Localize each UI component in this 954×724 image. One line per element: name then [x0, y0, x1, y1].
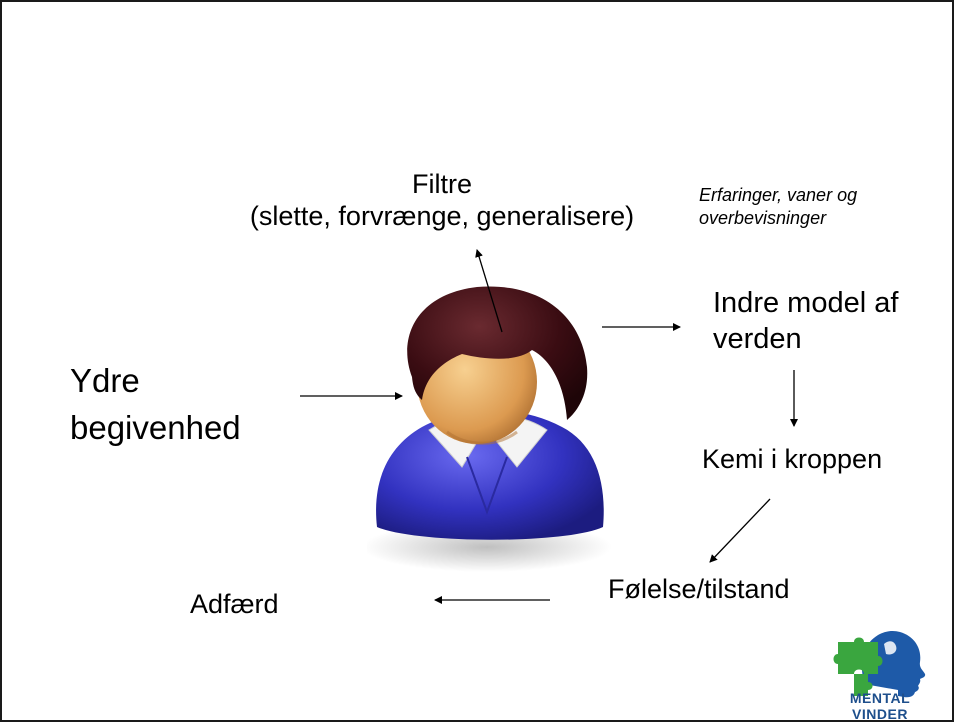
filter-subtitle: (slette, forvrænge, generalisere) — [249, 200, 635, 231]
filter-title: Filtre — [412, 169, 472, 199]
inner-model-line1: Indre model af — [713, 287, 899, 319]
logo-text: MENTAL VINDER — [849, 690, 911, 722]
filter-note-line1: Erfaringer, vaner og — [699, 185, 858, 205]
arrow-to-filter — [475, 249, 503, 333]
filter-note: Erfaringer, vaner og overbevisninger — [699, 184, 857, 229]
arrow-to-feeling — [709, 498, 771, 563]
filter-note-line2: overbevisninger — [699, 207, 827, 228]
external-line1: Ydre — [70, 362, 140, 399]
person-icon — [367, 286, 612, 572]
body-chemistry-label: Kemi i kroppen — [702, 444, 883, 474]
feeling-state-label: Følelse/tilstand — [608, 574, 790, 604]
external-event-label: Ydre begivenhed — [70, 358, 241, 452]
filter-label: Filtre (slette, forvrænge, generalisere) — [202, 169, 682, 233]
mental-vinder-logo-icon — [833, 630, 926, 698]
inner-model-label: Indre model af verden — [713, 285, 898, 358]
external-line2: begivenhed — [70, 408, 241, 446]
inner-model-line2: verden — [713, 323, 802, 356]
behavior-label: Adfærd — [190, 589, 279, 619]
